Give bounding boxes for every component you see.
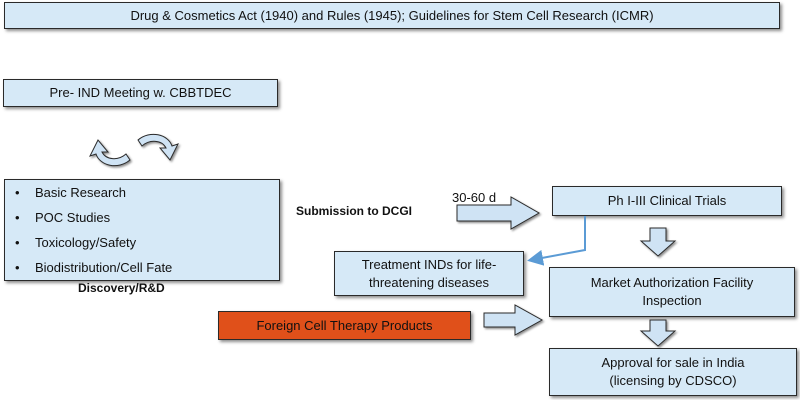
pre-ind-meeting-box: Pre- IND Meeting w. CBBTDEC: [3, 79, 278, 107]
discovery-item: POC Studies: [5, 205, 279, 230]
treatment-inds-line1: Treatment INDs for life-: [361, 256, 497, 272]
block-arrow-down-icon: [639, 319, 677, 347]
discovery-item: Biodistribution/Cell Fate: [5, 255, 279, 280]
market-authorization-box: Market Authorization Facility Inspection: [549, 267, 795, 317]
approval-line1: Approval for sale in India: [601, 355, 745, 370]
discovery-item: Toxicology/Safety: [5, 230, 279, 255]
treatment-connector-line: [527, 216, 586, 266]
approval-line2: (licensing by CDSCO): [609, 373, 737, 388]
foreign-cell-therapy-text: Foreign Cell Therapy Products: [256, 317, 433, 333]
cycle-arrows-icon: [89, 133, 179, 167]
discovery-item: Basic Research: [5, 180, 279, 205]
market-authorization-line1: Market Authorization Facility: [590, 275, 754, 290]
discovery-rd-label: Discovery/R&D: [78, 281, 165, 295]
block-arrow-right-icon: [456, 196, 541, 230]
approval-box: Approval for sale in India (licensing by…: [549, 348, 797, 396]
market-authorization-line2: Inspection: [642, 293, 702, 308]
foreign-cell-therapy-box: Foreign Cell Therapy Products: [218, 311, 471, 340]
regulatory-framework-text: Drug & Cosmetics Act (1940) and Rules (1…: [130, 7, 654, 23]
pre-ind-meeting-text: Pre- IND Meeting w. CBBTDEC: [49, 85, 232, 100]
clinical-trials-text: Ph I-III Clinical Trials: [607, 193, 727, 208]
regulatory-framework-banner: Drug & Cosmetics Act (1940) and Rules (1…: [4, 2, 780, 29]
block-arrow-down-icon: [639, 227, 677, 257]
treatment-inds-line2: threatening diseases: [369, 274, 489, 290]
submission-label: Submission to DCGI: [296, 204, 413, 218]
submission-duration: 30-60 d: [452, 190, 497, 205]
discovery-rd-box: Basic Research POC Studies Toxicology/Sa…: [4, 179, 280, 281]
clinical-trials-box: Ph I-III Clinical Trials: [552, 186, 782, 216]
discovery-list: Basic Research POC Studies Toxicology/Sa…: [5, 180, 279, 280]
treatment-inds-box: Treatment INDs for life- threatening dis…: [334, 251, 524, 296]
block-arrow-right-icon: [483, 304, 544, 336]
